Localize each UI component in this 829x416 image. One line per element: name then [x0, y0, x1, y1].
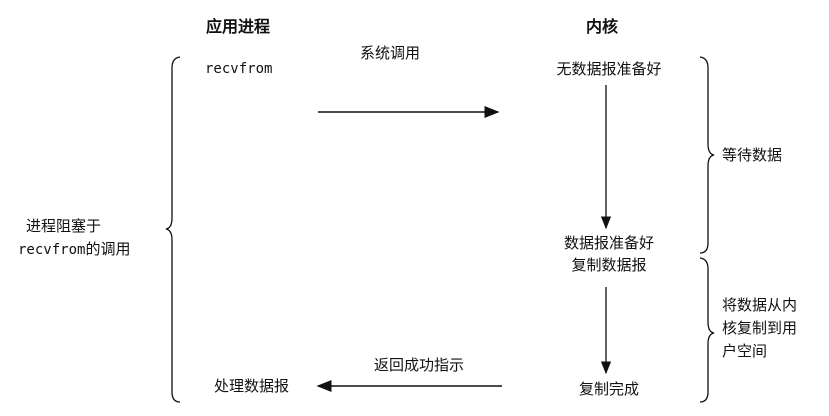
- phase-wait-label: 等待数据: [722, 146, 783, 164]
- phase-copy-line3: 户空间: [722, 342, 768, 360]
- kernel-copy-done: 复制完成: [578, 380, 640, 398]
- blocked-line1: 进程阻塞于: [26, 217, 102, 235]
- phase-copy-line1: 将数据从内: [722, 296, 798, 314]
- return-label: 返回成功指示: [374, 356, 465, 374]
- process-datagram: 处理数据报: [214, 377, 290, 395]
- header-kernel: 内核: [586, 17, 619, 36]
- copy-brace: [699, 257, 715, 403]
- syscall-label: 系统调用: [360, 44, 421, 62]
- kernel-data-ready: 数据报准备好: [563, 234, 655, 252]
- wait-brace: [699, 56, 715, 254]
- blocked-line2-code: recvfrom: [18, 242, 86, 258]
- left-brace: [165, 56, 181, 403]
- kernel-copy-datagram: 复制数据报: [571, 256, 647, 274]
- header-app-process: 应用进程: [206, 17, 271, 36]
- blocked-line2-text: 的调用: [85, 240, 131, 258]
- recvfrom-call: recvfrom: [205, 61, 273, 77]
- blocked-line2: recvfrom的调用: [18, 240, 130, 259]
- kernel-no-data: 无数据报准备好: [556, 60, 662, 78]
- phase-copy-line2: 核复制到用: [722, 319, 798, 337]
